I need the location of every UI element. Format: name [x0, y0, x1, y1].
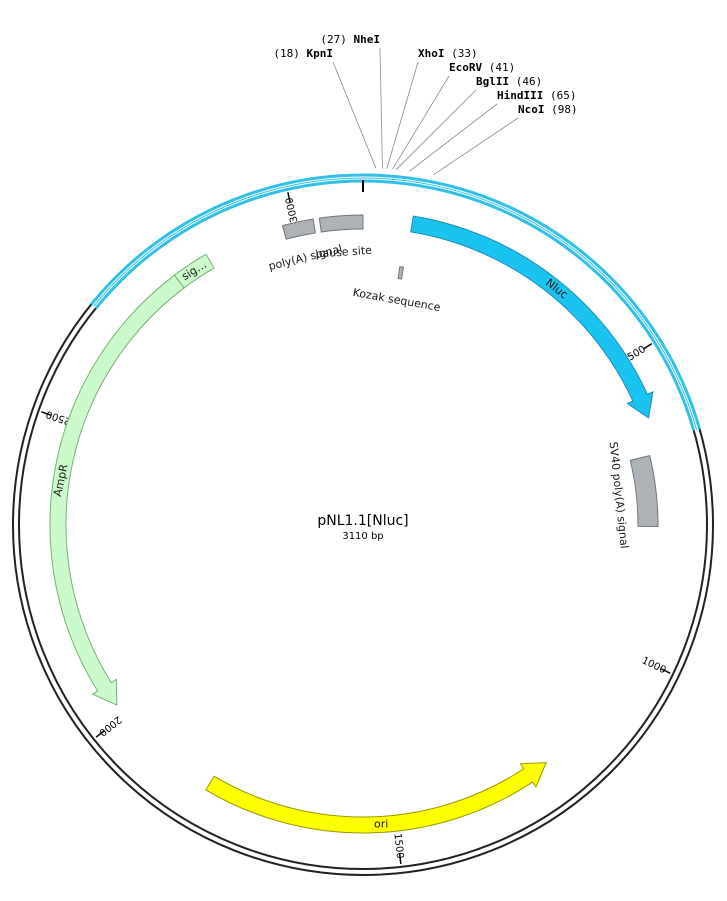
site-leader-EcoRV: [392, 75, 450, 170]
site-leader-HindIII: [409, 103, 498, 172]
tick-label: 1500: [391, 833, 405, 860]
site-leader-NheI: [379, 47, 383, 169]
feature-ampr: [49, 274, 185, 706]
feature-pause: [318, 214, 364, 233]
highlight-strand: [94, 179, 696, 432]
feature-nluc: [410, 215, 654, 419]
site-label-NcoI: NcoI (98): [518, 103, 578, 116]
tick-label: 2000: [96, 713, 123, 737]
restriction-sites: (18) KpnI(27) NheI XhoI (33)EcoRV (41)Bgl…: [273, 33, 578, 176]
site-label-HindIII: HindIII (65): [497, 89, 576, 102]
tick-label: 3000: [284, 196, 300, 223]
feature-polya: [281, 218, 316, 240]
site-leader-XhoI: [386, 61, 419, 169]
tick-mark: [642, 343, 653, 350]
tick-mark: [41, 411, 52, 416]
site-label-BglII: BglII (46): [476, 75, 542, 88]
feature-signal: [173, 253, 215, 289]
site-label-KpnI: (18) KpnI: [273, 47, 333, 60]
feature-sv40: [629, 455, 659, 527]
feature-label-sv40: SV40 poly(A) signal: [607, 441, 631, 549]
site-label-EcoRV: EcoRV (41): [449, 61, 515, 74]
site-label-XhoI: XhoI (33): [418, 47, 478, 60]
plasmid-length: 3110 bp: [342, 531, 383, 542]
highlight-strand: [90, 173, 702, 430]
tick-mark: [398, 853, 402, 864]
tick-label: 1000: [640, 655, 668, 676]
tick-mark: [95, 730, 105, 738]
site-label-NheI: (27) NheI: [320, 33, 380, 46]
highlight-fill: [93, 177, 698, 430]
highlight-region: [90, 173, 702, 432]
site-leader-KpnI: [332, 61, 377, 169]
plasmid-name: pNL1.1[Nluc]: [317, 513, 408, 529]
site-leader-NcoI: [432, 117, 519, 176]
feature-label-pause: pause site: [315, 244, 373, 261]
feature-kozak: [397, 266, 405, 280]
tick-mark: [287, 192, 291, 203]
tick-mark: [660, 668, 671, 674]
feature-ori: [205, 762, 547, 834]
feature-label-kozak: Kozak sequence: [352, 286, 442, 314]
site-leader-BglII: [395, 89, 477, 170]
feature-label-ori: ori: [374, 817, 388, 830]
